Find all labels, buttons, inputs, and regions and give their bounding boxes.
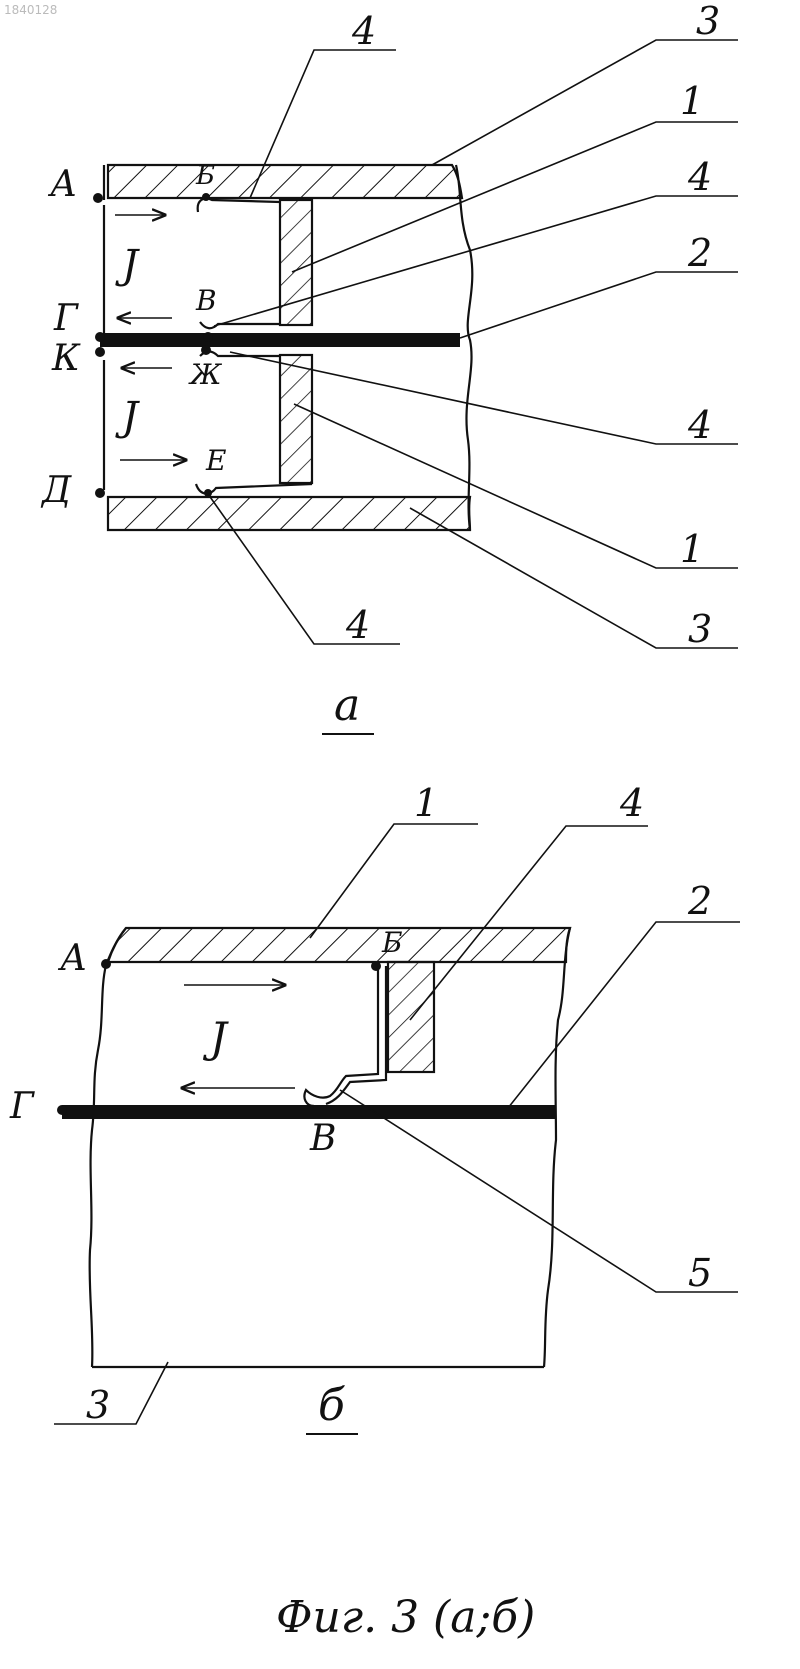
panel-a-sublabel: а — [334, 680, 360, 731]
point-b-b-label: Б — [381, 926, 403, 959]
point-e-label: Е — [205, 444, 226, 477]
point-a-label: А — [47, 164, 77, 205]
panel-b-conductor — [62, 1105, 556, 1119]
point-b-a-dot — [101, 959, 111, 969]
callout-a-2: 2 — [687, 231, 712, 275]
point-k-label: К — [51, 338, 81, 379]
point-zh-dot — [201, 345, 211, 355]
point-b-a-label: А — [57, 938, 87, 979]
point-b-label: Б — [195, 161, 215, 191]
point-g-label: Г — [53, 298, 79, 339]
callout-b-1: 1 — [414, 781, 438, 825]
leader-b-1 — [310, 824, 478, 938]
callout-a-4-lower: 4 — [687, 403, 712, 447]
point-zh-label: Ж — [188, 358, 223, 391]
panel-a-current-label-top: Ј — [115, 242, 140, 288]
callout-b-3: 3 — [86, 1383, 110, 1427]
panel-b-left-break — [90, 928, 126, 1367]
point-b-g-dot — [57, 1105, 67, 1115]
panel-b: А Б В Г Ј 1 4 2 5 3 б — [9, 781, 740, 1434]
callout-a-1-lower: 1 — [680, 527, 704, 571]
panel-a-right-break — [456, 165, 472, 530]
panel-a-spring-lower-bot — [196, 484, 312, 494]
callout-a-1: 1 — [680, 79, 704, 123]
callout-b-4: 4 — [619, 781, 644, 825]
point-b-b-dot — [371, 961, 381, 971]
point-e-dot — [204, 489, 212, 497]
figure-caption: Фиг. 3 (а;б) — [276, 1592, 535, 1643]
panel-b-right-break — [544, 928, 570, 1367]
panel-b-current-label: Ј — [202, 1013, 229, 1062]
callout-a-3-top: 3 — [696, 0, 720, 43]
callout-b-5: 5 — [688, 1251, 712, 1295]
callout-b-2: 2 — [687, 879, 712, 923]
leader-b-4 — [410, 826, 648, 1020]
point-b-dot — [202, 193, 210, 201]
callout-a-4-top: 4 — [351, 9, 376, 53]
point-d-dot — [95, 488, 105, 498]
panel-a-center-conductor — [100, 333, 460, 347]
panel-b-insert — [388, 962, 434, 1072]
point-a-dot — [93, 193, 103, 203]
point-g-dot — [95, 332, 105, 342]
callout-a-4-bottom: 4 — [345, 603, 370, 647]
panel-b-sublabel: б — [318, 1380, 345, 1431]
panel-a-spring-upper-mid — [200, 322, 280, 328]
panel-a-current-label-bottom: Ј — [115, 394, 140, 440]
panel-a-top-wall — [108, 165, 462, 198]
panel-b-top-wall — [108, 928, 570, 962]
document-stamp: 1840128 — [4, 3, 57, 17]
leader-a-1-lower — [294, 404, 738, 568]
callout-a-4-upper: 4 — [687, 155, 712, 199]
panel-a-bottom-wall — [108, 497, 470, 530]
leader-b-5 — [340, 1090, 738, 1292]
point-k-dot — [95, 347, 105, 357]
leader-b-3 — [54, 1362, 168, 1424]
panel-a-lower-insert — [280, 355, 312, 483]
leader-a-2 — [460, 272, 738, 338]
point-v-dot — [203, 332, 213, 342]
point-b-v-label: В — [309, 1118, 336, 1159]
panel-a: А Б В Г К Ж Д Е Ј Ј 4 3 1 4 2 4 1 3 4 а — [40, 0, 738, 734]
callout-a-3-lower: 3 — [688, 607, 712, 651]
point-v-label: В — [195, 284, 217, 317]
panel-a-upper-insert — [280, 200, 312, 325]
point-b-g-label: Г — [9, 1086, 35, 1127]
point-d-label: Д — [40, 470, 72, 511]
panel-a-spring-upper-top — [198, 199, 280, 213]
panel-b-spring — [304, 966, 378, 1106]
